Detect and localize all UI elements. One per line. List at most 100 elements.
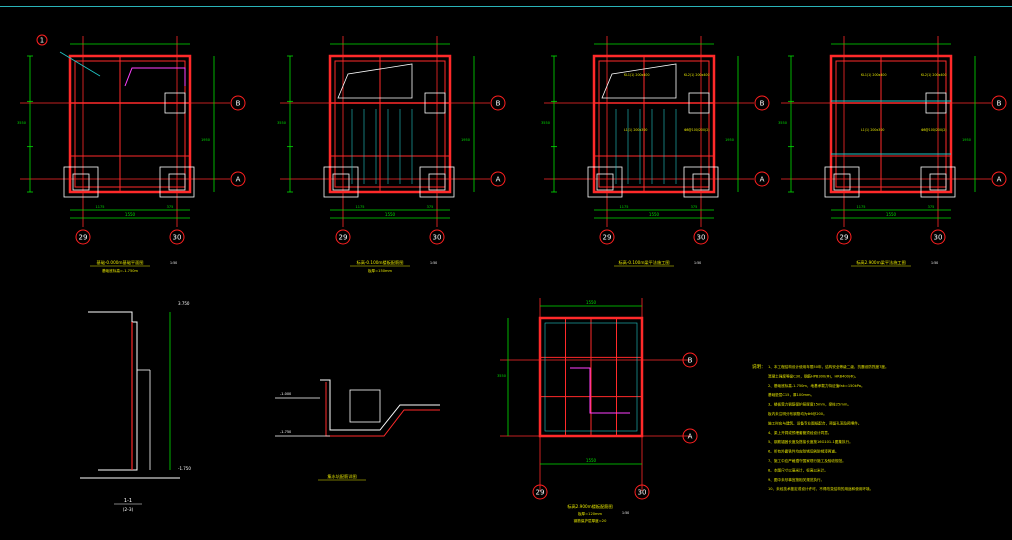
pit-outline — [925, 92, 947, 114]
section-outline — [88, 311, 138, 471]
grid-bubble-label: 29 — [840, 234, 849, 242]
grid-bubble-label: A — [997, 176, 1002, 184]
pit-outline — [164, 92, 186, 114]
stair-opening — [601, 63, 677, 99]
dim-text-height: 1950 — [201, 138, 210, 142]
dim-text-seg: 1175 — [356, 205, 365, 209]
plan-subtitle: 基础底标高=-1.750m — [102, 268, 139, 273]
grid-bubble-circle — [36, 34, 48, 46]
dim-text-seg: 1175 — [620, 205, 629, 209]
grid-bubble-label: 1 — [40, 37, 44, 45]
beam-annotation: L1(1) 200x300 — [861, 128, 884, 132]
dim-text-height: 3550 — [778, 121, 787, 125]
pit-outline — [688, 92, 710, 114]
notes-item: 施工时应与建筑、设备专业图纸配合，预留孔洞及预埋件。 — [768, 420, 861, 425]
inner-wall — [598, 60, 710, 188]
grid-bubble-30: 30 — [930, 229, 946, 245]
grid-bubble-circle — [490, 95, 506, 111]
grid-bubble-circle — [991, 95, 1007, 111]
grid-bubble-circle — [991, 171, 1007, 187]
elevation-label: 3.750 — [178, 301, 190, 306]
grid-bubble-label: 29 — [603, 234, 612, 242]
beam-annotation: Φ8@100/200(2) — [684, 128, 709, 132]
dim-text-total: 1550 — [649, 212, 660, 217]
grid-bubble-a: A — [682, 428, 698, 444]
dim-text-total: 1550 — [886, 212, 897, 217]
column-1 — [929, 173, 947, 191]
beam-annotation: KL1(1) 200x400 — [861, 73, 886, 77]
grid-bubble-label: B — [760, 100, 765, 108]
dim-text-height: 3550 — [17, 121, 26, 125]
grid-bubble-circle — [682, 428, 698, 444]
grid-bubble-30: 30 — [634, 484, 650, 500]
notes-item: 6、所有外露铁件均应除锈后刷防锈漆两道。 — [768, 449, 839, 454]
dim-text-height: 1950 — [962, 138, 971, 142]
notes-heading: 说明： — [752, 363, 766, 370]
slab-inner-rebar — [544, 322, 638, 432]
dim-text-total: 1550 — [125, 212, 136, 217]
grid-bubble-label: A — [760, 176, 765, 184]
elevation-label: -1.750 — [280, 430, 291, 434]
grid-bubble-a: A — [490, 171, 506, 187]
dim-text-seg: 1175 — [96, 205, 105, 209]
grid-bubble-circle — [682, 352, 698, 368]
plan-title: 标高2.900m楼板配筋图 — [567, 503, 612, 510]
footing-outline-1 — [920, 166, 956, 198]
dim-text-seg: 1175 — [857, 205, 866, 209]
notes-item: 混凝土强度等级C30，钢筋HPB300(Φ)，HRB400(Φ)。 — [768, 373, 858, 378]
section-marker: 1 — [36, 34, 48, 46]
grid-bubble-label: B — [688, 357, 693, 365]
beam-annotation: KL2(1) 200x400 — [684, 73, 709, 77]
beam-annotation: L1(1) 200x300 — [624, 128, 647, 132]
grid-bubble-a: A — [754, 171, 770, 187]
grid-bubble-a: A — [230, 171, 246, 187]
grid-bubble-label: B — [496, 100, 501, 108]
plan-title: 标高2.900m梁平法施工图 — [856, 259, 906, 266]
dim-text-height: 3550 — [277, 121, 286, 125]
notes-item: 板内未注明分布钢筋均为Φ6@200。 — [768, 411, 827, 416]
dim-text-height: 3550 — [497, 374, 506, 378]
dim-text-total: 1550 — [586, 300, 597, 305]
dim-text-seg: 375 — [691, 205, 698, 209]
grid-bubble-circle — [836, 229, 852, 245]
grid-bubble-label: 30 — [934, 234, 943, 242]
detail-title: 集水坑配筋详图 — [327, 473, 356, 480]
section-label: 1-1 — [124, 498, 132, 504]
plan-scale: 1:50 — [931, 261, 938, 265]
detail-outline — [320, 379, 440, 431]
grid-bubble-circle — [490, 171, 506, 187]
grid-bubble-label: 30 — [433, 234, 442, 242]
column-0 — [72, 173, 90, 191]
elevation-label: -1.000 — [280, 392, 291, 396]
notes-item: 9、图中未尽事宜按相关规范执行。 — [768, 477, 824, 482]
grid-bubble-circle — [599, 229, 615, 245]
grid-bubble-label: 29 — [79, 234, 88, 242]
grid-bubble-label: B — [997, 100, 1002, 108]
grid-bubble-circle — [754, 95, 770, 111]
grid-bubble-label: 30 — [173, 234, 182, 242]
grid-bubble-a: A — [991, 171, 1007, 187]
grid-bubble-30: 30 — [169, 229, 185, 245]
dim-text-seg: 375 — [928, 205, 935, 209]
grid-bubble-29: 29 — [599, 229, 615, 245]
grid-bubble-label: B — [236, 100, 241, 108]
elevation-label: -1.750 — [178, 466, 191, 471]
grid-bubble-29: 29 — [836, 229, 852, 245]
grid-bubble-label: 30 — [697, 234, 706, 242]
grid-bubble-circle — [930, 229, 946, 245]
grid-bubble-circle — [532, 484, 548, 500]
inner-wall — [74, 60, 186, 188]
general-notes: 说明：1、本工程结构设计使用年限50年，结构安全等级二级，抗震设防烈度7度。 混… — [752, 363, 889, 491]
grid-bubble-label: 29 — [339, 234, 348, 242]
grid-bubble-30: 30 — [693, 229, 709, 245]
dim-text-height: 1950 — [725, 138, 734, 142]
dim-text-height: 3550 — [541, 121, 550, 125]
outer-wall — [829, 54, 953, 194]
inner-wall — [334, 60, 446, 188]
detail-rebar — [325, 382, 440, 437]
